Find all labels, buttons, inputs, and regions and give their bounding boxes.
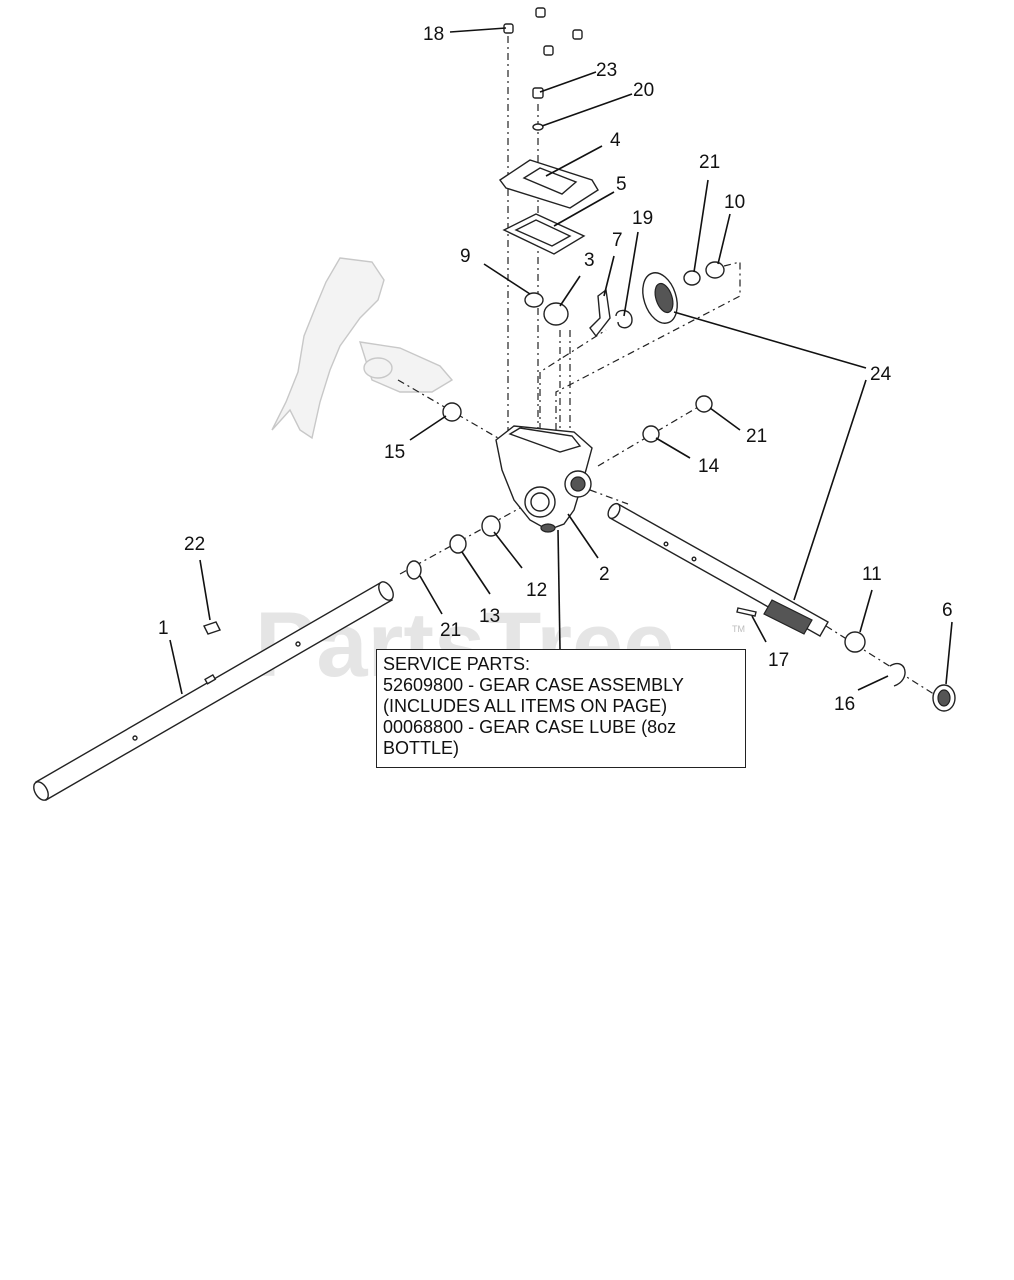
gasket [502, 213, 586, 255]
service-parts-box: SERVICE PARTS: 52609800 - GEAR CASE ASSE… [376, 649, 746, 768]
leader-lines [169, 27, 953, 695]
worm-gear [642, 272, 678, 324]
auger-shaft [33, 581, 394, 801]
bushing-9 [524, 292, 544, 308]
service-part-gear-case: 52609800 - GEAR CASE ASSEMBLY [383, 675, 684, 695]
service-part-gear-case-note: (INCLUDES ALL ITEMS ON PAGE) [383, 696, 668, 716]
callout-5: 5 [616, 174, 627, 195]
callout-17: 17 [768, 650, 789, 671]
callout-16: 16 [834, 694, 855, 715]
callout-15: 15 [384, 442, 405, 463]
impeller-ghost [271, 257, 454, 440]
callout-21-right: 21 [746, 426, 767, 447]
watermark-tm: TM [732, 624, 745, 634]
bearing-10 [705, 261, 725, 279]
washer-21-lower [406, 560, 422, 580]
callout-18: 18 [423, 24, 444, 45]
callout-11: 11 [862, 564, 882, 585]
callout-14: 14 [698, 456, 720, 477]
callout-4: 4 [610, 130, 621, 151]
bearing-12 [481, 515, 501, 537]
washer-13 [449, 534, 467, 554]
gear-case-cover [498, 159, 599, 209]
callout-10: 10 [724, 192, 745, 213]
callout-6: 6 [942, 600, 953, 621]
callout-23: 23 [596, 60, 617, 81]
gear-case-housing [495, 425, 593, 533]
callout-24: 24 [870, 364, 892, 385]
callout-1: 1 [158, 618, 169, 639]
callout-21-lower: 21 [440, 620, 461, 641]
callout-22: 22 [184, 534, 205, 555]
service-part-lube: 00068800 - GEAR CASE LUBE (8oz [383, 717, 677, 737]
retaining-ring-16 [889, 663, 906, 687]
callout-9: 9 [460, 246, 471, 267]
bearing-3 [543, 302, 569, 326]
callout-3: 3 [584, 250, 595, 271]
callout-labels: 18 23 20 4 5 21 10 19 7 9 3 24 21 15 14 … [158, 24, 953, 715]
callout-19: 19 [632, 208, 653, 229]
callout-21-top: 21 [699, 152, 720, 173]
worm-shaft [607, 502, 829, 637]
hardware-screws [503, 7, 583, 131]
end-cap-6 [932, 684, 956, 712]
washer-15 [442, 402, 462, 422]
callout-20: 20 [633, 80, 654, 101]
bearing-11 [844, 631, 866, 653]
washer-14 [642, 425, 660, 443]
service-parts-heading: SERVICE PARTS: [383, 654, 531, 674]
clip-19 [615, 309, 633, 329]
key-22 [203, 621, 221, 635]
pin-17 [736, 607, 757, 617]
washer-21-top [683, 270, 701, 286]
callout-13: 13 [479, 606, 500, 627]
key-7 [589, 288, 611, 338]
washer-21-right [695, 395, 713, 413]
callout-7: 7 [612, 230, 623, 251]
service-part-lube-cont: BOTTLE) [383, 738, 460, 758]
callout-12: 12 [526, 580, 547, 601]
callout-2: 2 [599, 564, 610, 585]
